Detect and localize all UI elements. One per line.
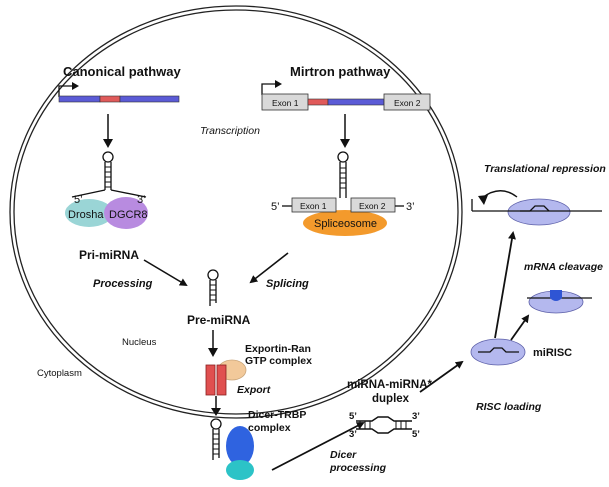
exportin-label-line2: GTP complex <box>245 355 312 367</box>
mirtron-hairpin <box>282 151 404 213</box>
dicer-bound-hairpin <box>210 418 222 460</box>
mirtron-promoter-arrow <box>261 80 282 95</box>
canonical-gene <box>58 95 180 103</box>
canonical-pathway-title: Canonical pathway <box>63 64 182 79</box>
repression-blocked-arrow <box>471 190 518 211</box>
nucleus-label: Nucleus <box>122 337 157 348</box>
mirisc-strand <box>478 347 519 353</box>
spliceosome-protein <box>303 210 387 236</box>
mirtron-gene <box>261 93 431 111</box>
spliceosome-label: Spliceosome <box>314 218 377 230</box>
dgcr8-protein <box>104 197 148 229</box>
mirisc-complex <box>470 338 526 366</box>
dicer-label-line1: Dicer-TRBP <box>248 409 306 421</box>
pri-five-prime: 5’ <box>74 194 83 206</box>
duplex-bottom-three: 3’ <box>349 429 357 440</box>
pre-mirna-label: Pre-miRNA <box>187 313 251 327</box>
pri-mirna-hairpin <box>71 151 147 198</box>
pre-mirna-hairpin <box>207 269 219 306</box>
dicer-processing-arrow <box>271 422 365 471</box>
mirisc-label: miRISC <box>533 347 572 359</box>
trbp-protein <box>226 460 254 480</box>
mirtron-exon1-label: Exon 1 <box>272 98 299 108</box>
drosha-protein <box>65 199 113 227</box>
duplex-label-line2: duplex <box>372 393 410 405</box>
mirtron-down-arrow <box>340 114 350 148</box>
processing-arrow <box>143 259 188 287</box>
repression-arrow <box>494 231 516 339</box>
cytoplasm-label: Cytoplasm <box>37 368 82 379</box>
risc-loading-label: RISC loading <box>476 401 542 413</box>
pri-three-prime: 3’ <box>137 194 146 206</box>
mirna-duplex <box>356 416 412 434</box>
dgcr8-label: DGCR8 <box>109 209 148 221</box>
mirtron-five-prime: 5’ <box>271 201 280 213</box>
export-label: Export <box>237 384 271 396</box>
duplex-top-five: 5’ <box>349 411 357 422</box>
duplex-bottom-five: 5’ <box>412 429 420 440</box>
splicing-arrow <box>249 252 289 284</box>
mirtron-pathway-title: Mirtron pathway <box>290 64 391 79</box>
nuclear-pore-left <box>205 364 216 396</box>
dicer-processing-line1: Dicer <box>330 449 357 461</box>
mirtron-three-prime: 3’ <box>406 201 415 213</box>
splicing-label: Splicing <box>266 278 309 290</box>
nucleus-membrane <box>9 5 463 419</box>
mirtron-hairpin-exon1: Exon 1 <box>300 201 327 211</box>
pre-mirna-arrowhead <box>208 348 218 357</box>
processing-label: Processing <box>93 278 153 290</box>
dicer-protein <box>226 426 254 466</box>
mirtron-exon2-label: Exon 2 <box>394 98 421 108</box>
dicer-label-line2: complex <box>248 422 291 434</box>
pri-mirna-label: Pri-miRNA <box>79 248 139 262</box>
translational-repression-label: Translational repression <box>484 163 606 175</box>
mrna-cleavage-label: mRNA cleavage <box>524 261 603 273</box>
drosha-label: Drosha <box>68 209 104 221</box>
transcription-label: Transcription <box>200 125 260 137</box>
risc-loading-arrow <box>419 360 464 393</box>
canonical-down-arrow <box>103 114 113 148</box>
cleavage-arrow <box>510 314 530 341</box>
cleavage-enzyme <box>550 290 562 301</box>
export-arrowhead <box>211 408 221 416</box>
nuclear-pore-right <box>216 364 227 396</box>
repression-mrna <box>472 205 602 212</box>
exportin-label-line1: Exportin-Ran <box>245 343 311 355</box>
duplex-label-line1: miRNA-miRNA* <box>347 379 433 391</box>
mirtron-hairpin-exon2: Exon 2 <box>359 201 386 211</box>
duplex-top-three: 3’ <box>412 411 420 422</box>
canonical-promoter-arrow <box>58 82 79 97</box>
dicer-processing-line2: processing <box>329 462 387 474</box>
repression-risc <box>507 198 571 226</box>
